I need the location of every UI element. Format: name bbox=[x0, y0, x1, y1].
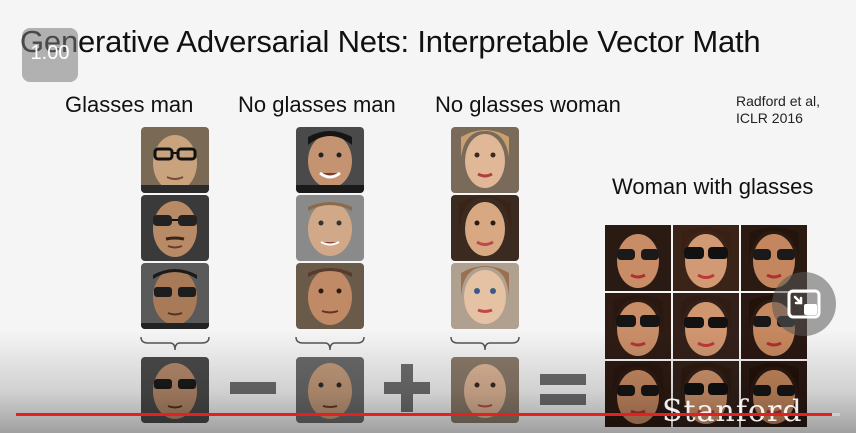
result-face bbox=[673, 361, 739, 427]
result-face bbox=[673, 225, 739, 291]
stanford-watermark: Stanford bbox=[662, 394, 803, 429]
face-glasses-man-3 bbox=[141, 263, 209, 329]
brace-no-glasses-man bbox=[295, 336, 365, 351]
label-woman-with-glasses: Woman with glasses bbox=[612, 174, 814, 199]
citation-authors: Radford et al, bbox=[736, 93, 821, 109]
picture-in-picture-icon bbox=[787, 289, 821, 319]
brace-glasses-man bbox=[140, 336, 210, 351]
face-no-glasses-man-3 bbox=[296, 263, 364, 329]
result-face bbox=[741, 361, 807, 427]
plus-operator-vertical bbox=[401, 364, 413, 412]
equals-operator-bottom bbox=[540, 394, 586, 405]
picture-in-picture-button[interactable] bbox=[772, 272, 836, 336]
equals-operator-top bbox=[540, 374, 586, 385]
citation: Radford et al, ICLR 2016 bbox=[736, 93, 820, 127]
face-no-glasses-woman-3 bbox=[451, 263, 519, 329]
result-face bbox=[605, 361, 671, 427]
face-glasses-man-1 bbox=[141, 127, 209, 193]
result-face bbox=[605, 225, 671, 291]
face-no-glasses-woman-1 bbox=[451, 127, 519, 193]
label-no-glasses-woman: No glasses woman bbox=[435, 92, 621, 117]
face-avg-glasses-man bbox=[141, 357, 209, 423]
citation-venue: ICLR 2016 bbox=[736, 110, 803, 126]
playback-speed-badge[interactable]: 1.00 bbox=[22, 28, 78, 82]
face-no-glasses-man-1 bbox=[296, 127, 364, 193]
label-glasses-man: Glasses man bbox=[65, 92, 194, 117]
label-no-glasses-man: No glasses man bbox=[238, 92, 396, 117]
result-face bbox=[605, 293, 671, 359]
video-progress-fill bbox=[16, 413, 832, 416]
slide-title: Generative Adversarial Nets: Interpretab… bbox=[20, 24, 761, 59]
face-no-glasses-man-2 bbox=[296, 195, 364, 261]
minus-operator bbox=[230, 382, 276, 394]
face-glasses-man-2 bbox=[141, 195, 209, 261]
face-avg-no-glasses-woman bbox=[451, 357, 519, 423]
face-avg-no-glasses-man bbox=[296, 357, 364, 423]
video-progress-bar[interactable] bbox=[16, 413, 840, 416]
brace-no-glasses-woman bbox=[450, 336, 520, 351]
result-face bbox=[673, 293, 739, 359]
face-no-glasses-woman-2 bbox=[451, 195, 519, 261]
